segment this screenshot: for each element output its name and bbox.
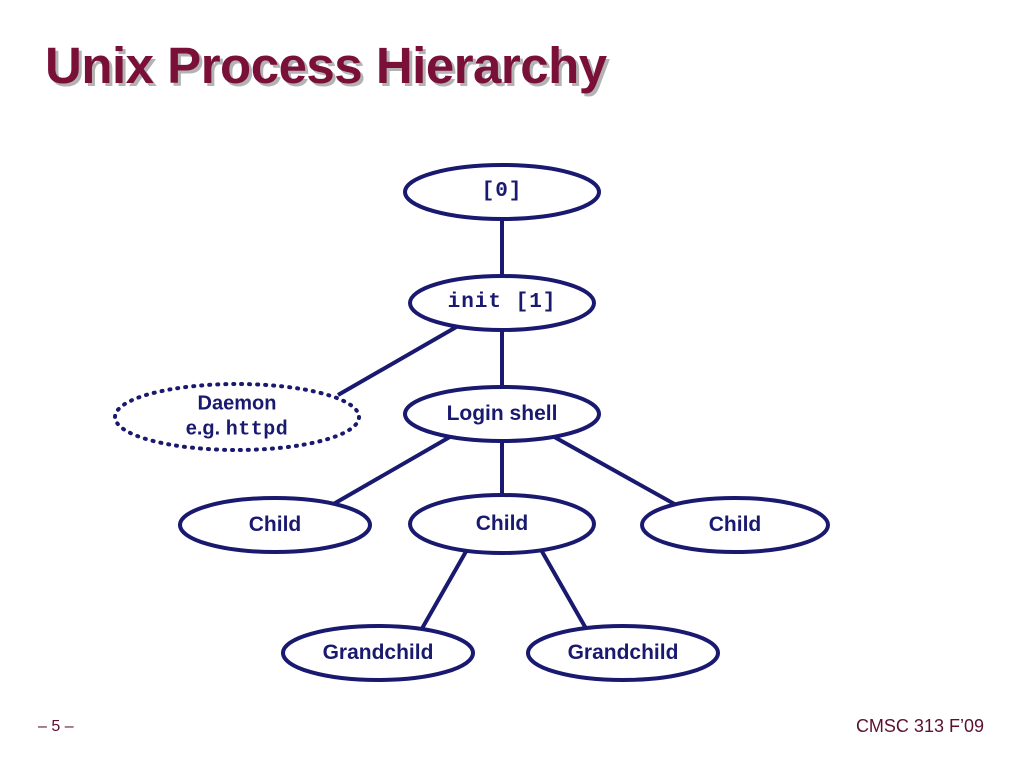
page-title: Unix Process Hierarchy (45, 37, 607, 94)
node-login-shell[interactable] (403, 385, 601, 443)
edge-init-daemon (337, 324, 459, 397)
diagram-nodes (113, 163, 830, 682)
node-grandchild-right[interactable] (526, 624, 720, 682)
node-daemon[interactable] (113, 382, 361, 452)
edge-loginshell-child-right (548, 432, 679, 508)
footer-course-label: CMSC 313 F’09 (855, 716, 984, 736)
node-grandchild-left[interactable] (281, 624, 475, 682)
diagram-edges (329, 219, 679, 633)
edge-child-grandchild-left (418, 547, 470, 633)
node-child-mid[interactable] (408, 493, 596, 555)
edge-child-grandchild-right (538, 547, 590, 633)
node-child-right[interactable] (640, 496, 830, 554)
node-init[interactable] (408, 274, 596, 332)
edge-loginshell-child-left (329, 432, 456, 508)
node-child-left[interactable] (178, 496, 372, 554)
node-kernel[interactable] (403, 163, 601, 221)
footer-page-number: – 5 – (38, 718, 74, 735)
